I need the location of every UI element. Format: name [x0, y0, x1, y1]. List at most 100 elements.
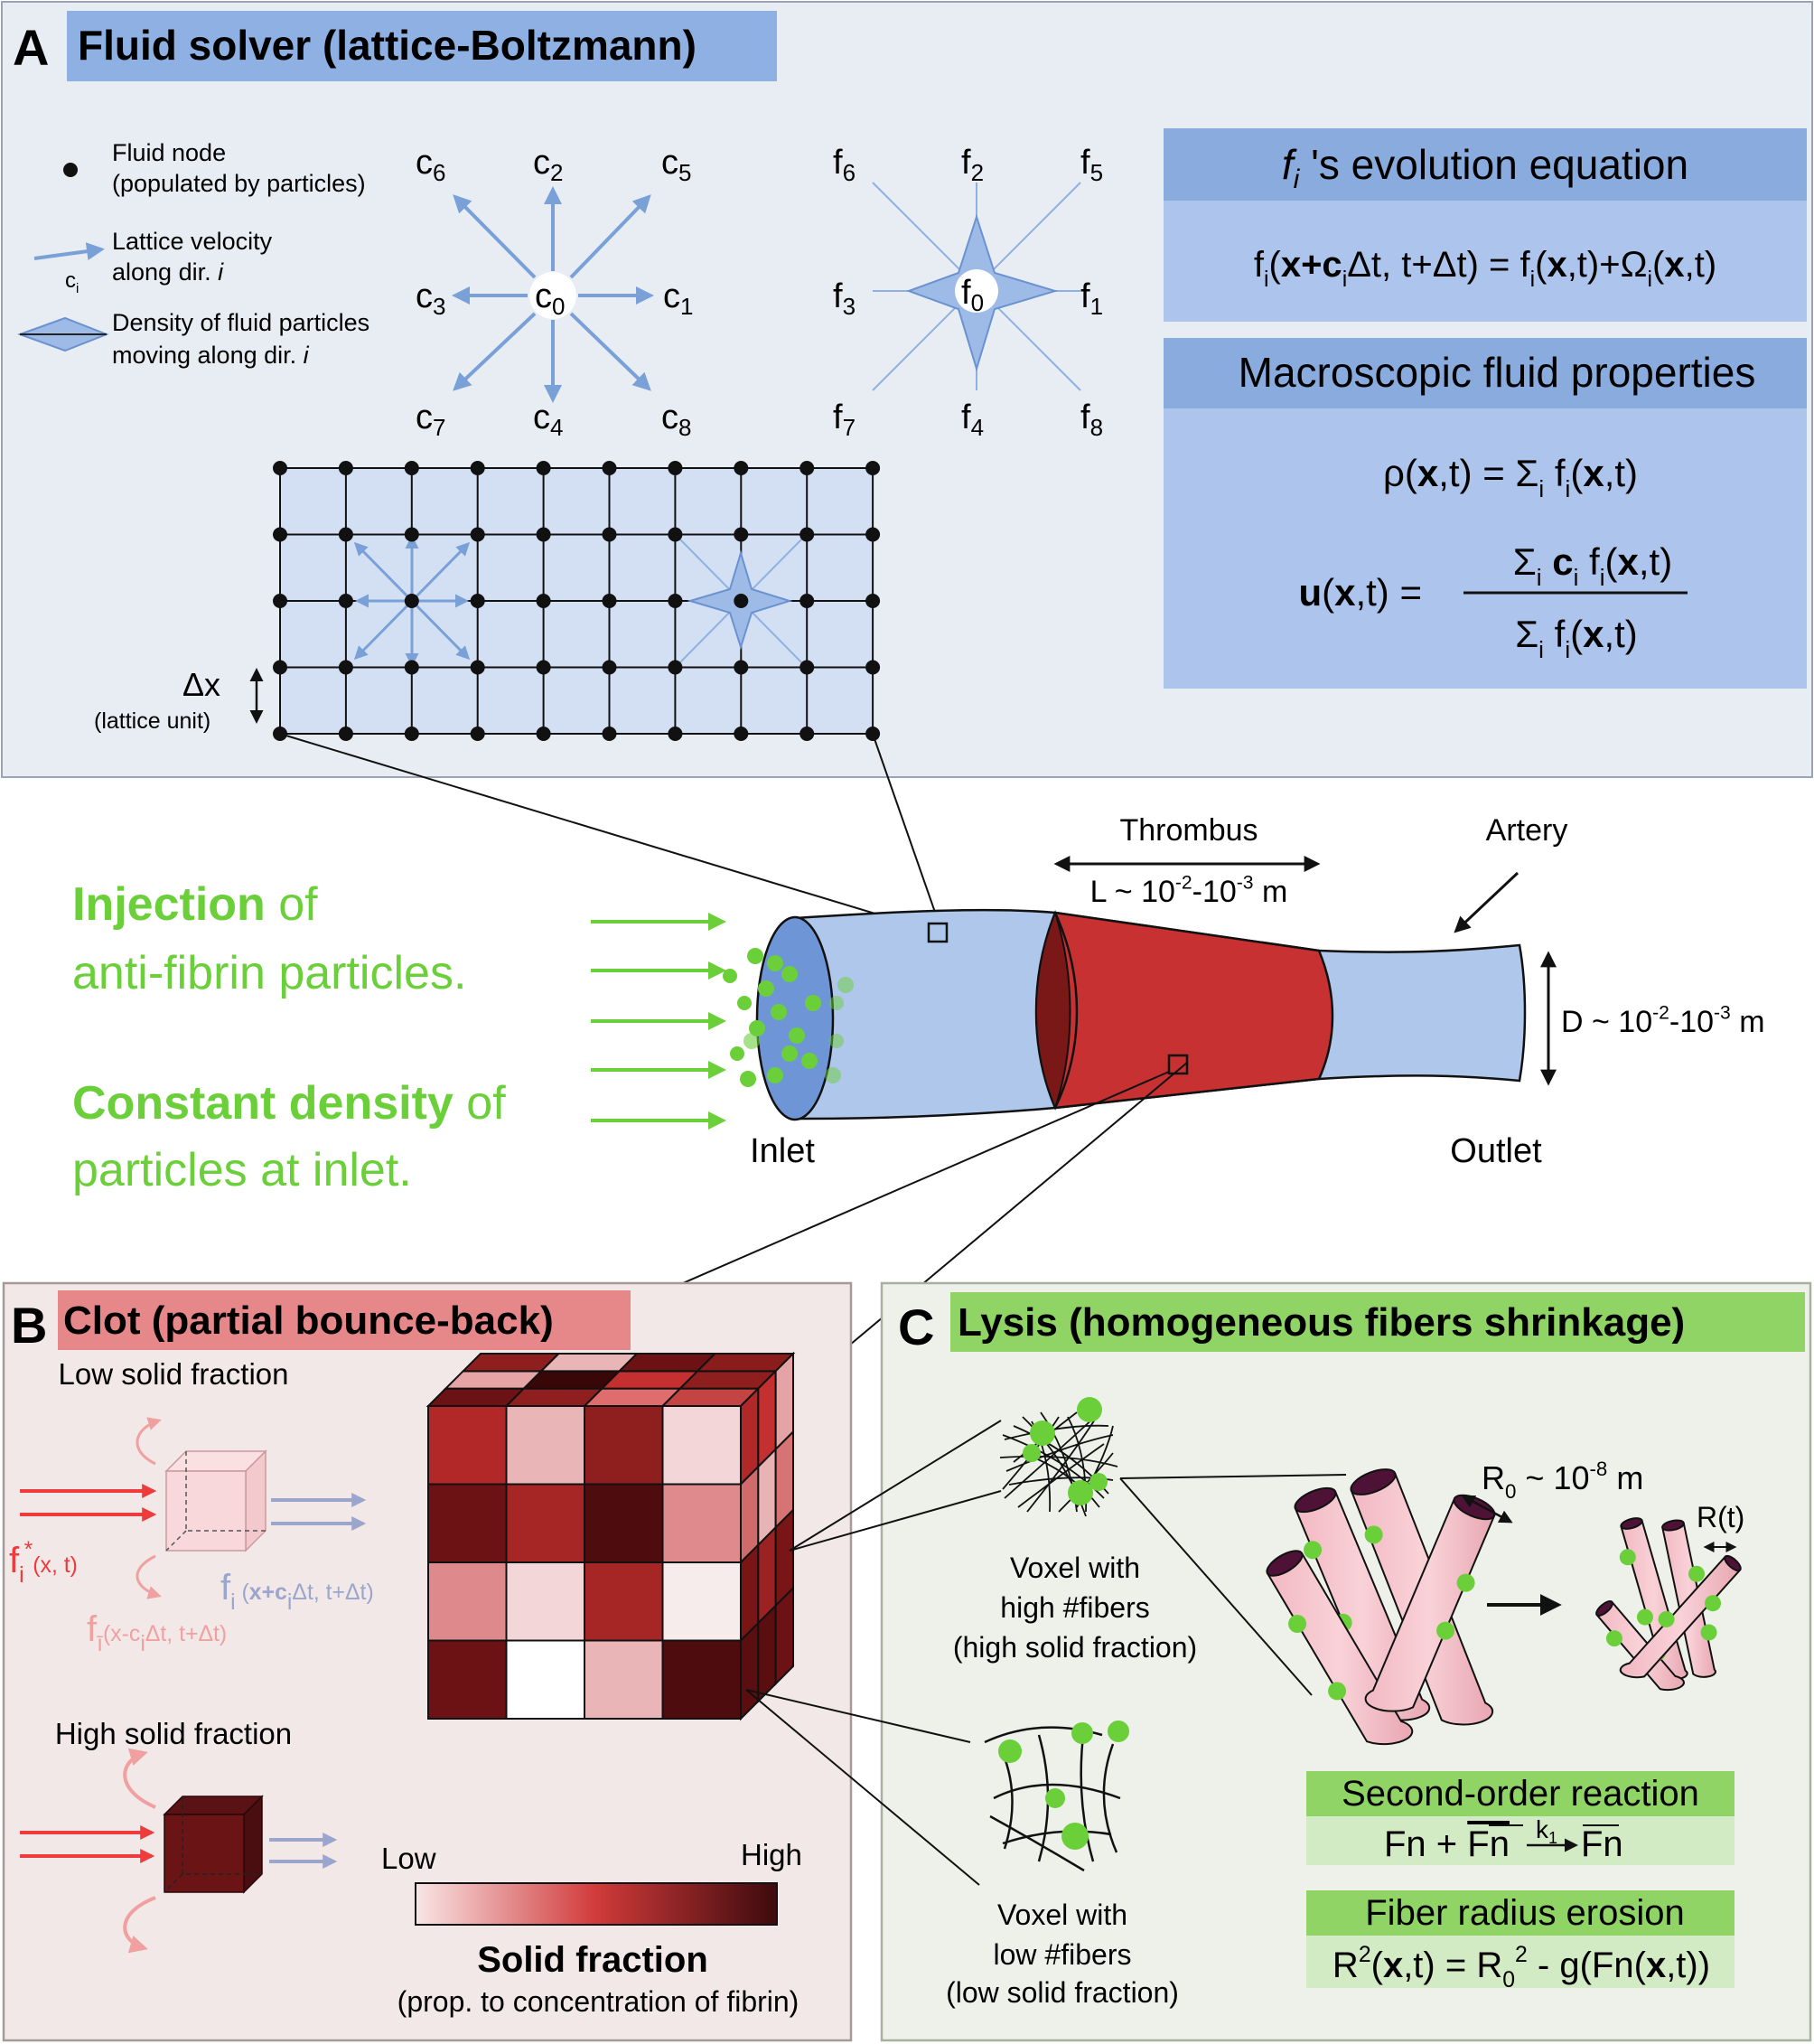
fiber — [1017, 1443, 1105, 1508]
dense-fiber-voxel — [999, 1397, 1118, 1517]
math-run: ( — [1570, 452, 1583, 494]
colorbar — [415, 1882, 778, 1926]
fluid-node — [470, 527, 485, 542]
fluid-node — [404, 527, 419, 542]
voxel — [427, 1639, 508, 1720]
velocity-label-c1: c1 — [663, 277, 693, 320]
particle — [737, 996, 752, 1010]
math-run: D ~ 10 — [1561, 1005, 1652, 1039]
math-run: ( — [1605, 540, 1618, 583]
particle — [1045, 1788, 1065, 1808]
velocity-label-c4: c4 — [533, 398, 563, 441]
math-run: f — [1578, 540, 1600, 583]
lattice-velocity-arrow — [410, 541, 471, 603]
fluid-node — [602, 527, 617, 542]
connector-line — [789, 1420, 1002, 1552]
colorbar-high: High — [741, 1838, 802, 1871]
velocity-labels: c6 c2 c5 c3 c0 c1 c7 c4 c8 — [416, 144, 693, 441]
low-cube-hidden-edges — [165, 1451, 266, 1552]
math-run: ī — [97, 1632, 103, 1656]
voxel — [505, 1561, 585, 1642]
velocity-arrow-c5 — [569, 194, 651, 279]
high-solid-arrows — [20, 1748, 338, 1954]
panel-a-title-bg — [67, 11, 777, 81]
connector-line — [789, 1490, 1002, 1552]
particle — [767, 955, 783, 971]
math-run: ( — [1269, 245, 1282, 285]
panel-a-letter: A — [13, 19, 49, 76]
inlet-label: Inlet — [750, 1132, 815, 1170]
math-run: ,t) — [1685, 245, 1717, 285]
high-solid-cube — [163, 1795, 264, 1894]
lattice-dx-label: Δx — [182, 666, 220, 703]
math-run: Σ — [1515, 613, 1538, 655]
legend-node-line1: Fluid node — [112, 139, 226, 166]
particle — [1328, 1682, 1347, 1701]
particle — [1061, 1823, 1089, 1850]
math-run: ( — [1371, 1946, 1384, 1985]
voxel-cube — [425, 1351, 796, 1721]
fluid-node — [602, 461, 617, 475]
voxel — [740, 1620, 760, 1721]
erosion-title: Fiber radius erosion — [1365, 1893, 1685, 1933]
legend-velocity-line1: Lattice velocity — [112, 228, 273, 255]
reflected-flow-arrow — [123, 1748, 156, 1809]
artery-label: Artery — [1486, 813, 1568, 848]
particle — [998, 1739, 1022, 1763]
velocity-label-c7: c7 — [416, 398, 445, 441]
fluid-node — [536, 461, 551, 475]
velocity-center-node — [529, 272, 576, 319]
math-run: -2 — [1175, 873, 1192, 894]
voxel — [427, 1561, 508, 1642]
lattice-velocity-arrow — [353, 599, 414, 661]
injection-line2: anti-fibrin particles. — [72, 947, 466, 999]
particle — [747, 948, 763, 964]
reflected-flow-arrow — [136, 1554, 162, 1599]
fluid-node — [338, 727, 353, 741]
math-run: m — [1254, 875, 1288, 909]
fluid-node — [799, 727, 815, 741]
math-run: x — [1334, 571, 1356, 614]
fluid-node — [536, 594, 551, 608]
particle — [767, 1067, 783, 1083]
math-run: ,t)+Ω — [1567, 245, 1648, 285]
fiber — [1026, 1411, 1100, 1513]
particle — [1436, 1621, 1455, 1640]
math-run: 2 — [1359, 1943, 1371, 1967]
particle — [1605, 1630, 1622, 1647]
fluid-node — [404, 660, 419, 675]
thrombus-size: L ~ 10-2-10-3 m — [1090, 873, 1288, 909]
macroscopic-header-bg — [1164, 338, 1807, 408]
density-label-f5: f5 — [1080, 144, 1103, 186]
math-run: -10 — [1192, 875, 1237, 909]
artery-section: Injection of anti-fibrin particles. Cons… — [72, 733, 1765, 1369]
reflected-flow-arrow — [136, 1417, 162, 1466]
particle — [758, 980, 774, 997]
math-run: x — [1618, 540, 1640, 583]
particle — [805, 995, 821, 1011]
zoom-box-clot — [1167, 1054, 1189, 1075]
incoming-distribution-label: fi*(x, t) — [9, 1538, 78, 1588]
voxel — [505, 1405, 585, 1486]
velocity-label-c6: c6 — [416, 144, 445, 186]
evolution-header-bg — [1164, 128, 1807, 201]
voxel — [584, 1639, 664, 1720]
particle — [740, 1071, 756, 1087]
particle — [1304, 1541, 1323, 1560]
legend: Fluid node (populated by particles) ci L… — [17, 139, 369, 369]
math-run: f — [9, 1541, 20, 1580]
math-run — [1542, 540, 1553, 583]
panel-b: B Clot (partial bounce-back) Low solid f… — [2, 1281, 853, 2042]
density-label-f3: f3 — [833, 277, 856, 320]
voxel-low-line3: (low solid fraction) — [946, 1976, 1179, 2009]
voxel-high-line2: high #fibers — [1000, 1591, 1149, 1624]
panel-a-title: Fluid solver (lattice-Boltzmann) — [78, 22, 697, 69]
fluid-node — [865, 527, 881, 542]
fluid-node-legend-icon — [63, 163, 78, 177]
fluid-node — [668, 594, 683, 608]
fluid-node — [536, 660, 551, 675]
fluid-node — [799, 594, 815, 608]
math-run: i — [1538, 636, 1544, 663]
particle — [1456, 1573, 1475, 1592]
